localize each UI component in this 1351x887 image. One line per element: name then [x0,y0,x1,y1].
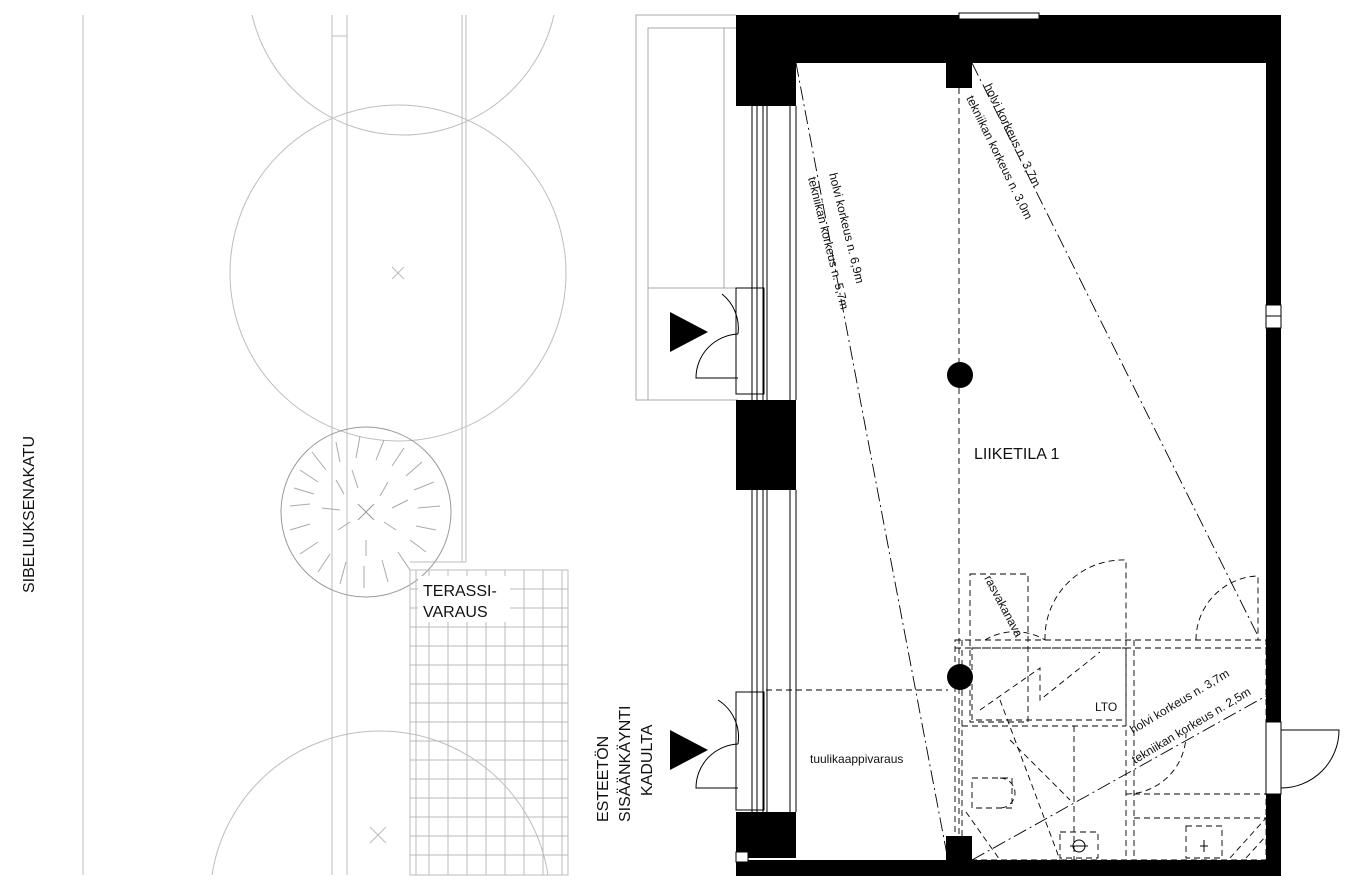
terrace-reservation-area [409,569,569,876]
entry-doors [695,293,1340,789]
service-zone-outline [954,639,1267,861]
vestibule-label: tuulikaappivaraus [810,752,903,766]
wall-top [736,15,1281,63]
wall-right-lower [1266,794,1281,876]
floor-drain [1059,831,1099,859]
door-swing-right [1280,729,1340,789]
hidden-lines [766,88,1267,861]
entrance-arrows [670,312,708,770]
tree-canopy-middle [229,104,567,442]
wall-right-upper [1266,15,1281,305]
pillar-upper [947,362,973,388]
lto-label: LTO [1095,700,1117,714]
wall-left-middle [736,400,796,490]
door-swing-upper-2 [721,293,739,335]
entrance-label-line-2: SISÄÄNKÄYNTI [616,706,634,822]
bottom-wall-notch [735,851,749,863]
room-name-label: LIIKETILA 1 [974,446,1059,463]
tree-canopy-bottom [211,730,549,876]
entrance-label-line-1: ESTEETÖN [594,736,612,822]
sink-fixture [971,777,1013,809]
tree-symbol [280,426,452,598]
terrace-label-2: VARAUS [423,604,488,621]
top-window [958,12,1040,20]
facade-glazing [735,106,797,812]
tree-trunk-marker [391,266,405,280]
wall-details [735,12,1282,863]
wall-left-bottom [736,812,796,858]
utility-box [1185,825,1223,859]
entrance-label-line-3: KADULTA [639,724,656,796]
fixture-symbols [1070,839,1208,853]
door-swing-upper-1 [695,333,739,379]
entrance-arrow-upper [670,312,708,352]
wall-left-top [736,15,796,106]
entrance-arrow-lower [670,730,708,770]
tree-trunk-marker [369,826,387,844]
grease-duct-label: rasvakanava [981,573,1025,640]
wall-bottom [736,860,1281,876]
column-top [946,60,972,88]
entrance-label: ESTEETÖN SISÄÄNKÄYNTI KADULTA [594,706,656,822]
right-door-opening [1265,721,1282,795]
column-bottom [946,836,972,862]
site-context [82,14,567,876]
walls [736,15,1281,876]
pillar-lower [947,664,973,690]
zone-line-middle [971,62,1259,637]
street-name-label: SIBELIUKSENAKATU [21,436,38,593]
canopy-outline [635,14,738,401]
zone-line-diagonal [971,695,1267,861]
zone-line-left [795,62,949,861]
terrace-label: TERASSI- [423,583,497,600]
wall-right-middle [1266,328,1281,722]
height-zone-lines [795,62,1267,861]
door-swing-lower-1 [695,743,739,789]
terrace-label-mask [418,576,510,622]
door-swing-lower-2 [717,699,739,745]
tree-canopy-top [251,14,555,136]
